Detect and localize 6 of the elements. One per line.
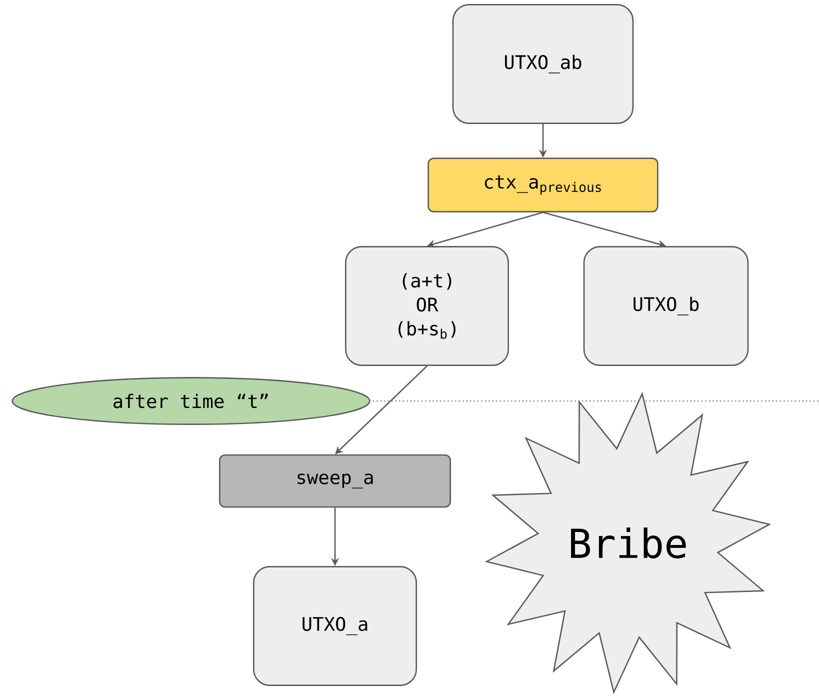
rounded-box: UTXO_a — [253, 566, 417, 686]
process-box: sweep_a — [219, 454, 451, 508]
process-box: ctx_a$_{previous}$ — [428, 158, 658, 212]
rounded-box: UTXO_b — [583, 246, 749, 366]
rounded-box: UTXO_ab — [452, 4, 634, 124]
rounded-box: (a+t) OR (b+s$_{b}$) — [345, 246, 509, 366]
